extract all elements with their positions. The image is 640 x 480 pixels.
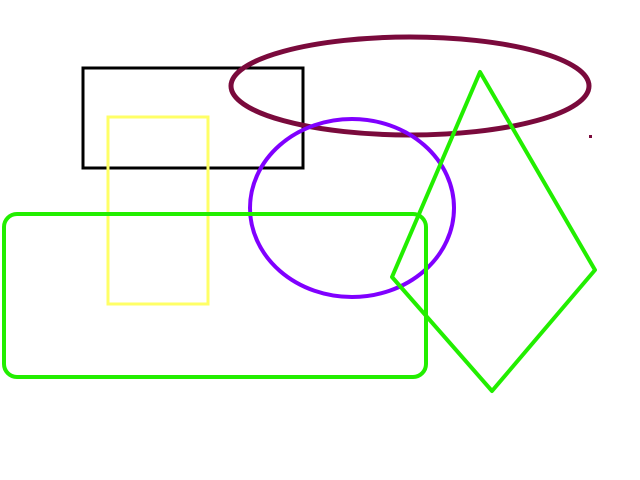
black-rectangle xyxy=(81,66,305,170)
maroon-dot xyxy=(589,135,592,138)
green-rounded-rectangle xyxy=(2,212,428,379)
yellow-rectangle xyxy=(106,115,210,306)
purple-circle xyxy=(248,117,456,299)
green-diamond xyxy=(390,70,597,393)
